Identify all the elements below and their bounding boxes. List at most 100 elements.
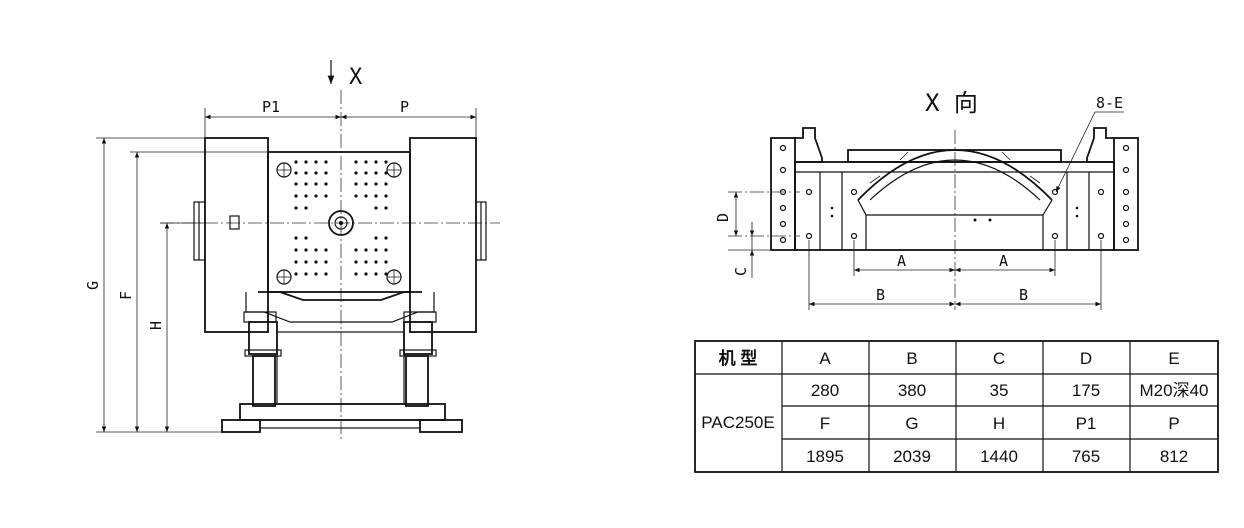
tapped-hole xyxy=(324,260,328,264)
tapped-hole xyxy=(324,272,328,276)
view-arrow-label: X xyxy=(349,65,363,90)
tapped-hole xyxy=(294,160,298,164)
tapped-hole xyxy=(314,248,318,252)
tapped-hole xyxy=(384,171,388,175)
tapped-hole xyxy=(374,182,378,186)
tapped-hole xyxy=(294,272,298,276)
tapped-hole xyxy=(374,248,378,252)
tapped-hole xyxy=(364,171,368,175)
value-e: M20深40 xyxy=(1140,381,1209,400)
left-cylinder-top xyxy=(248,321,278,355)
tapped-hole xyxy=(304,206,308,210)
tapped-hole xyxy=(384,236,388,240)
tapped-hole xyxy=(324,160,328,164)
bed-frame xyxy=(794,161,1115,251)
inner-arch xyxy=(869,159,1041,201)
tapped-hole xyxy=(324,182,328,186)
tapped-hole xyxy=(324,194,328,198)
tapped-hole xyxy=(364,260,368,264)
side-view-title: X 向 xyxy=(925,89,978,117)
header-model: 机 型 xyxy=(719,348,758,368)
dim-label-f: F xyxy=(117,291,135,300)
tapped-hole xyxy=(374,260,378,264)
value-c: 35 xyxy=(990,381,1009,400)
tapped-hole xyxy=(324,171,328,175)
header-b: B xyxy=(906,349,917,368)
dim-label-b-left: B xyxy=(876,286,885,304)
value-b: 380 xyxy=(898,381,926,400)
tapped-hole xyxy=(354,248,358,252)
hole-callout-leader xyxy=(1055,111,1096,193)
tapped-hole xyxy=(374,194,378,198)
tapped-hole xyxy=(364,272,368,276)
header-c: C xyxy=(993,349,1005,368)
tapped-hole xyxy=(294,171,298,175)
dim-label-a-left: A xyxy=(897,252,906,270)
tapped-hole xyxy=(294,260,298,264)
right-cylinder-top xyxy=(403,321,433,355)
model-name: PAC250E xyxy=(701,413,774,432)
tapped-hole xyxy=(354,272,358,276)
tapped-hole xyxy=(354,160,358,164)
tapped-hole xyxy=(294,236,298,240)
value-f: 1895 xyxy=(806,447,844,466)
tapped-hole xyxy=(324,248,328,252)
tapped-hole xyxy=(364,194,368,198)
tapped-hole xyxy=(304,182,308,186)
tapped-hole xyxy=(374,171,378,175)
value-h: 1440 xyxy=(980,447,1018,466)
tapped-hole xyxy=(364,160,368,164)
right-cylinder-body xyxy=(405,355,429,407)
small-indicator xyxy=(229,215,240,230)
tapped-hole xyxy=(384,160,388,164)
dim-label-p: P xyxy=(400,98,409,116)
tapped-hole xyxy=(314,182,318,186)
dim-label-d: D xyxy=(714,213,732,222)
right-top-lug xyxy=(1086,127,1114,163)
tapped-hole xyxy=(354,194,358,198)
tapped-hole xyxy=(304,160,308,164)
tapped-hole xyxy=(364,248,368,252)
left-top-lug xyxy=(795,127,823,163)
tapped-hole-pattern xyxy=(294,160,388,276)
tapped-hole xyxy=(314,171,318,175)
center-hub xyxy=(328,210,354,236)
tapped-hole xyxy=(314,160,318,164)
tapped-hole xyxy=(294,182,298,186)
tapped-hole xyxy=(374,236,378,240)
tapped-hole xyxy=(374,160,378,164)
tapped-hole xyxy=(304,272,308,276)
dim-label-b-right: B xyxy=(1019,286,1028,304)
tapped-hole xyxy=(374,272,378,276)
tapped-hole xyxy=(304,194,308,198)
right-motor-housing xyxy=(409,137,477,333)
spec-table: 机 型 A B C D E PAC250E 280 380 35 175 M20… xyxy=(694,340,1219,473)
tapped-hole xyxy=(294,206,298,210)
dim-label-p1: P1 xyxy=(262,98,280,116)
lower-frame-profile xyxy=(258,291,422,301)
corner-holes xyxy=(276,162,402,285)
tapped-hole xyxy=(364,182,368,186)
left-cylinder-body xyxy=(252,355,276,407)
tapped-hole xyxy=(374,206,378,210)
header-a: A xyxy=(819,349,831,368)
tapped-hole xyxy=(294,248,298,252)
dim-label-h: H xyxy=(147,321,165,330)
value-g: 2039 xyxy=(893,447,931,466)
center-plate xyxy=(267,151,411,293)
tapped-hole xyxy=(384,182,388,186)
tapped-hole xyxy=(304,260,308,264)
header-p1: P1 xyxy=(1076,414,1097,433)
flange-holes xyxy=(779,144,1130,244)
header-g: G xyxy=(905,414,918,433)
front-view: X P1 P G F H xyxy=(84,60,500,440)
value-p1: 765 xyxy=(1072,447,1100,466)
value-p: 812 xyxy=(1160,447,1188,466)
right-foot xyxy=(419,419,463,433)
dim-label-g: G xyxy=(84,281,102,290)
tapped-hole xyxy=(304,171,308,175)
lower-center-body xyxy=(276,331,405,405)
header-h: H xyxy=(993,414,1005,433)
mounting-holes-8-e xyxy=(805,188,1105,240)
